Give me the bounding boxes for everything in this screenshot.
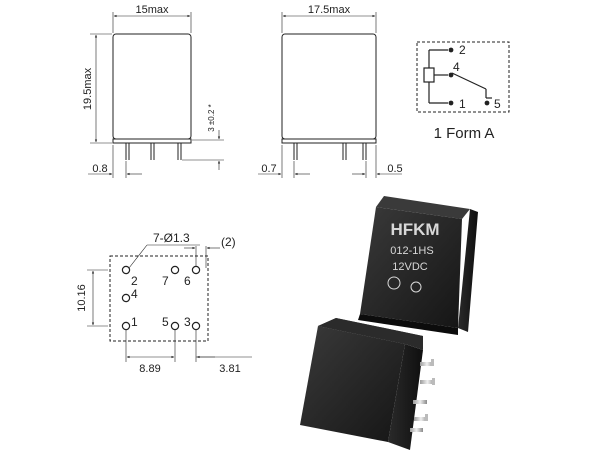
schematic-coil [423, 67, 435, 83]
schematic-pin-1: 1 [459, 97, 466, 111]
footprint-holes [121, 265, 201, 331]
schematic-caption: 1 Form A [434, 125, 495, 142]
relay-pin-5 [410, 428, 423, 432]
relay-pin-4 [414, 417, 428, 421]
footprint-hole-label: 7-Ø1.3 [153, 231, 190, 245]
footprint-pin-6: 6 [184, 274, 191, 288]
footprint-pin-3: 3 [184, 315, 191, 329]
footprint-hole-7 [170, 265, 180, 275]
side-view-body [281, 33, 377, 140]
relay-brand: HFKM [390, 220, 439, 239]
schematic-node-4 [448, 72, 454, 78]
relay-pin-1 [420, 362, 434, 366]
front-view-pins [125, 143, 182, 160]
front-view-base [112, 138, 192, 144]
front-width-label: 15max [135, 4, 169, 16]
schematic-pin-4: 4 [453, 60, 460, 74]
schematic-node-2 [448, 47, 454, 53]
footprint-hole-5 [170, 321, 180, 331]
footprint-hole-3 [191, 321, 201, 331]
relay-pin-2 [420, 380, 435, 384]
footprint-hole-4 [121, 293, 131, 303]
front-view-body [112, 33, 192, 140]
schematic-node-5 [484, 100, 490, 106]
footprint-pin-1: 1 [131, 315, 138, 329]
relay-photo-front: HFKM 012-1HS 12VDC [358, 196, 478, 335]
relay-logo-icon [387, 276, 401, 290]
footprint [87, 244, 252, 362]
front-pin-length-label: 3 ±0.2 * [207, 104, 216, 132]
front-pin-offset-label: 0.8 [92, 163, 107, 175]
side-right-offset-label: 0.5 [387, 163, 402, 175]
footprint-pitch-label: 8.89 [139, 363, 160, 375]
schematic-frame [416, 41, 510, 113]
relay-model: 012-1HS [390, 245, 433, 257]
relay-voltage: 12VDC [392, 261, 428, 273]
footprint-pin-7: 7 [162, 274, 169, 288]
footprint-ref-label: (2) [221, 235, 236, 249]
footprint-hole-1 [121, 321, 131, 331]
footprint-pin-4: 4 [131, 287, 138, 301]
relay-cert-icon [410, 281, 422, 293]
front-height-label: 19.5max [82, 67, 94, 110]
footprint-outline [109, 255, 209, 342]
schematic-pin-2: 2 [459, 43, 466, 57]
side-view-pins [293, 143, 367, 160]
side-view [258, 12, 402, 178]
side-left-offset-label: 0.7 [261, 163, 276, 175]
relay-pin-3 [413, 400, 427, 404]
schematic-node-1 [448, 100, 454, 106]
footprint-hole-6 [191, 265, 201, 275]
footprint-pin-5: 5 [162, 315, 169, 329]
footprint-offset-label: 3.81 [219, 363, 240, 375]
front-view [88, 12, 224, 178]
footprint-height-label: 10.16 [76, 284, 88, 312]
side-width-label: 17.5max [308, 4, 351, 16]
footprint-hole-2 [121, 265, 131, 275]
side-view-base [281, 138, 377, 144]
footprint-pin-2: 2 [131, 274, 138, 288]
relay-photo-back [300, 318, 435, 450]
schematic-pin-5: 5 [494, 97, 501, 111]
schematic [416, 41, 510, 113]
